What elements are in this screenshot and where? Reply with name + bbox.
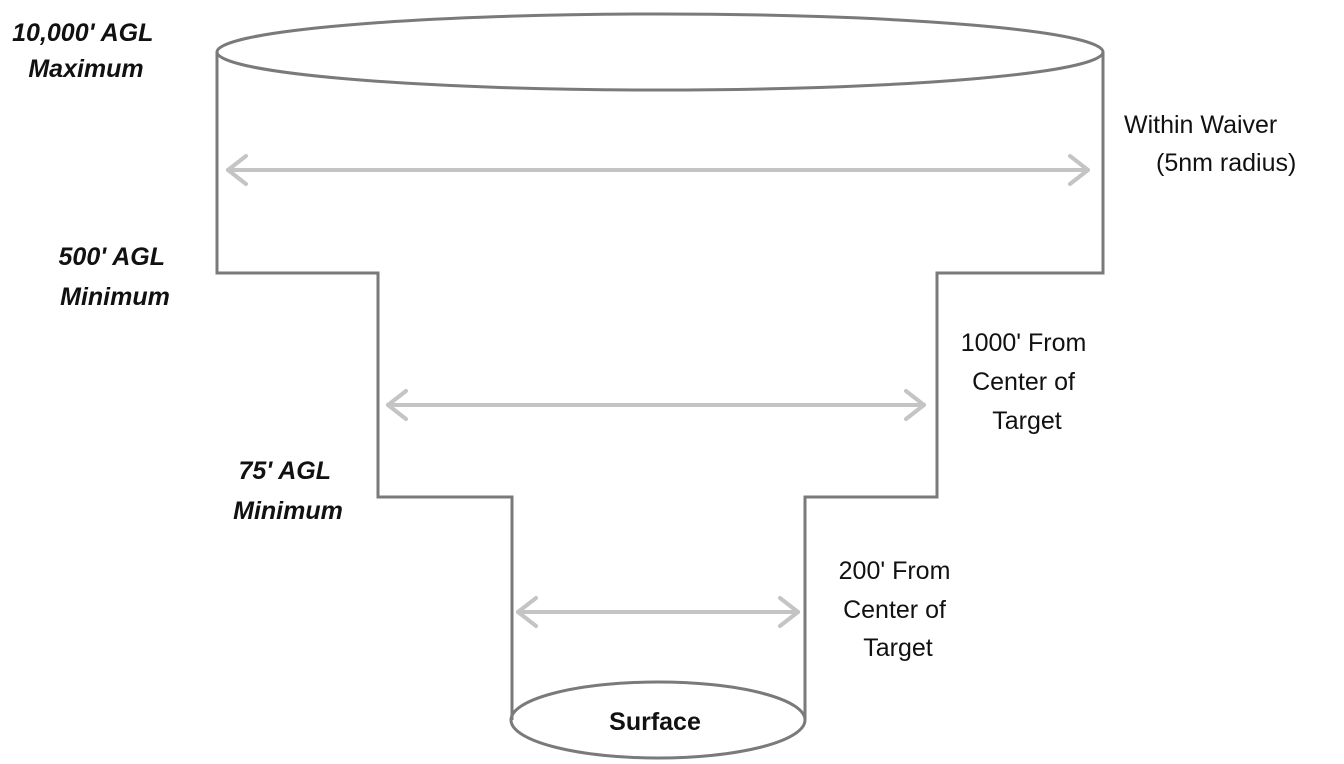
waiver-radius-arrow: [226, 154, 1090, 186]
1000ft-radius-arrow: [386, 389, 926, 421]
surface-ellipse: [509, 680, 807, 760]
200ft-distance-label: 200' From Center of Target: [839, 557, 958, 662]
top-ellipse: [215, 12, 1105, 92]
waiver-distance-label: Within Waiver (5nm radius): [1124, 111, 1296, 177]
altitude-lower-label: 75' AGL Minimum: [233, 457, 343, 525]
altitude-middle-label: 500' AGL Minimum: [59, 243, 172, 311]
1000ft-distance-label: 1000' From Center of Target: [961, 329, 1094, 435]
stepped-outline: [215, 52, 1105, 720]
altitude-top-label: 10,000' AGL Maximum: [12, 19, 160, 83]
surface-label: Surface: [609, 708, 701, 736]
200ft-radius-arrow: [516, 596, 800, 628]
